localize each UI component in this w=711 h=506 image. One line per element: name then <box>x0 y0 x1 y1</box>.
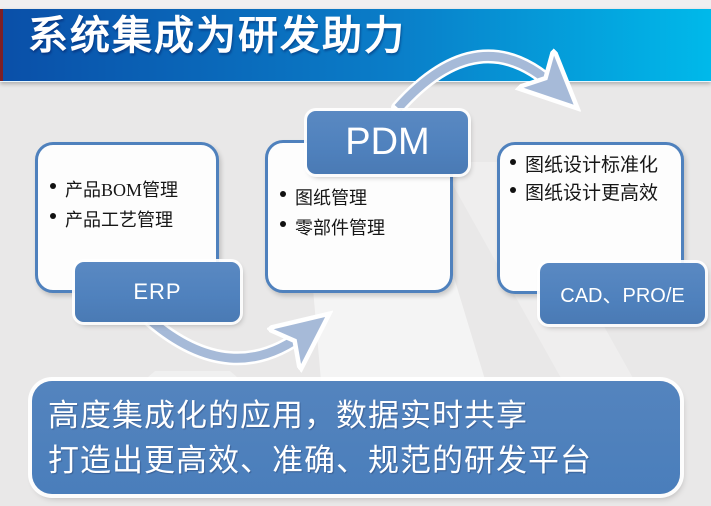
list-item: 零部件管理 <box>280 213 450 243</box>
summary-line-2: 打造出更高效、准确、规范的研发平台 <box>48 443 592 478</box>
title-banner <box>0 9 711 82</box>
bullet-text: 零部件管理 <box>295 218 385 238</box>
top-margin-strip <box>0 0 711 9</box>
bullet-icon <box>510 159 516 165</box>
red-accent-bar <box>0 9 3 81</box>
bullet-text: 产品工艺管理 <box>65 210 173 230</box>
cad-system-label: CAD、PRO/E <box>540 263 705 324</box>
erp-system-label: ERP <box>75 262 240 322</box>
bullet-text: 图纸设计标准化 <box>525 155 659 176</box>
bullet-text: 产品BOM管理 <box>65 180 179 200</box>
list-item: 产品BOM管理 <box>50 175 216 205</box>
bullet-icon <box>50 213 56 219</box>
bullet-text: 图纸管理 <box>295 188 367 208</box>
pdm-system-label: PDM <box>307 111 468 174</box>
list-item: 图纸设计更高效 <box>510 180 681 208</box>
bullet-text: 图纸设计更高效 <box>525 183 659 204</box>
list-item: 图纸设计标准化 <box>510 152 681 180</box>
pdm-bullet-list: 图纸管理 零部件管理 <box>268 143 450 243</box>
summary-line-1: 高度集成化的应用，数据实时共享 <box>48 398 528 433</box>
bullet-icon <box>50 183 56 189</box>
list-item: 产品工艺管理 <box>50 205 216 235</box>
summary-banner: 高度集成化的应用，数据实时共享 打造出更高效、准确、规范的研发平台 <box>32 381 680 494</box>
bullet-icon <box>510 187 516 193</box>
list-item: 图纸管理 <box>280 183 450 213</box>
erp-bullet-list: 产品BOM管理 产品工艺管理 <box>38 145 216 235</box>
bullet-icon <box>280 221 286 227</box>
slide-title: 系统集成为研发助力 <box>28 13 406 58</box>
cad-bullet-list: 图纸设计标准化 图纸设计更高效 <box>500 145 681 208</box>
bullet-icon <box>280 191 286 197</box>
